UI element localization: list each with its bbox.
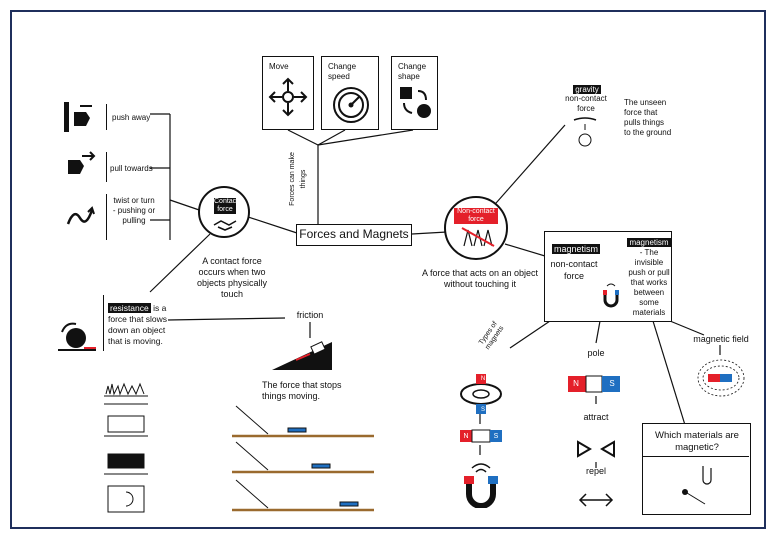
twist-arrow-icon [66, 206, 95, 225]
resistance-text: resistance is a force that slows down an… [108, 303, 172, 347]
page-title: Forces and Magnets [296, 224, 412, 246]
which-materials-label: Which materials are magnetic? [655, 430, 739, 453]
gravity-text: The unseen force that pulls things to th… [624, 98, 672, 137]
change-shape-box: Change shape [391, 56, 438, 130]
push-away-label: push away [112, 113, 151, 122]
contact-force-label: Contact force [214, 198, 239, 214]
change-speed-box: Change speed [321, 56, 379, 130]
rolling-resistance-icon [58, 322, 96, 351]
falling-apple-icon [573, 117, 597, 147]
change-speed-label: Change speed [328, 62, 357, 81]
twist-divider [106, 194, 107, 240]
gravity-term: gravity [573, 85, 601, 94]
ring-magnet-icon [460, 374, 502, 414]
shape-change-icon [400, 87, 431, 118]
attract-arrows-icon [577, 440, 615, 458]
ring-magnet-s: S [480, 407, 485, 413]
which-materials-box: Which materials are magnetic? [642, 423, 751, 515]
change-shape-label: Change shape [398, 62, 427, 81]
paperclip-and-pin-icon [682, 466, 712, 505]
diagram-frame [10, 10, 766, 529]
pole-magnet-n: N [573, 379, 579, 388]
twist-label: twist or turn - pushing or pulling [112, 196, 156, 225]
bar-magnet-s: S [493, 433, 499, 440]
contact-force-description: A contact force occurs when two objects … [196, 256, 268, 299]
move-box: Move [262, 56, 314, 130]
move-arrows-icon [268, 77, 308, 117]
magnetism-term: magnetism [551, 244, 600, 254]
friction-label: friction [296, 310, 324, 320]
contact-force-circle: Contact force [198, 186, 250, 238]
ring-magnet-n: N [480, 376, 486, 382]
ramp-experiments-icon [232, 405, 374, 512]
friction-text: The force that stops things moving. [262, 380, 342, 401]
bar-magnet-n: N [463, 433, 469, 440]
repel-label: repel [585, 466, 606, 476]
attract-label: attract [583, 412, 609, 422]
magnetism-subtitle: non-contact force [550, 259, 598, 281]
non-contact-force-circle: Non-contact force [444, 196, 508, 260]
non-contact-force-label: Non-contact force [454, 208, 498, 224]
pull-divider [106, 152, 107, 182]
speedometer-icon [333, 87, 369, 123]
pole-bar-magnet-icon [568, 375, 620, 393]
no-touch-hands-icon [461, 227, 495, 247]
resistance-definition: is a force that slows down an object tha… [108, 303, 168, 346]
resistance-term: resistance [108, 303, 151, 313]
magnetic-field-icon [697, 359, 745, 397]
which-materials-divider [643, 456, 749, 457]
push-divider [106, 104, 107, 130]
horseshoe-magnet-small-icon [603, 283, 619, 308]
pull-towards-label: pull towards [110, 164, 153, 173]
pole-magnet-s: S [609, 379, 615, 388]
repel-arrows-icon [578, 493, 614, 507]
magnetism-box: magnetism non-contact force magnetism - … [544, 231, 672, 322]
move-label: Move [269, 62, 289, 71]
push-hand-icon [64, 102, 92, 132]
bar-magnet-icon [460, 429, 502, 443]
surfaces-icons [104, 382, 148, 513]
non-contact-force-description: A force that acts on an object without t… [421, 268, 539, 289]
forces-can-label: Forces can make things [289, 152, 307, 206]
pole-label: pole [587, 348, 605, 358]
friction-slope-icon [272, 341, 332, 370]
gravity-subtitle: non-contact force [565, 94, 607, 113]
magnetic-field-label: magnetic field [693, 334, 749, 344]
handshake-icon [213, 220, 237, 231]
resistance-divider [103, 295, 104, 351]
magnetism-definition: magnetism - The invisible push or pull t… [627, 238, 671, 317]
horseshoe-magnet-icon [464, 463, 498, 508]
pull-hand-icon [68, 151, 96, 174]
